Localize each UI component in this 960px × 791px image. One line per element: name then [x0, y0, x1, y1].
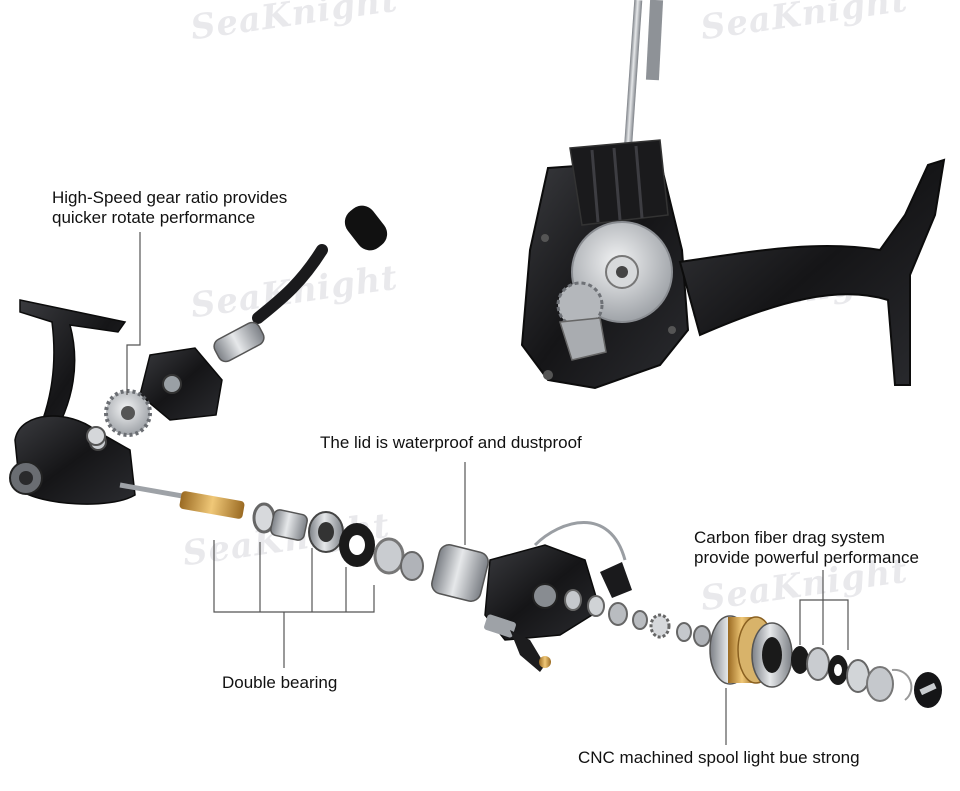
callout-lid: The lid is waterproof and dustproof: [320, 433, 582, 453]
carbon-drag-washers: [791, 646, 942, 708]
brass-pinion: [179, 491, 245, 519]
reel-body-left: [9, 299, 136, 505]
rotor-assembly: [484, 521, 632, 672]
handle-assembly: [213, 205, 388, 363]
gearbox-main-shaft: [622, 0, 643, 176]
gearbox-collar: [569, 139, 669, 226]
callout-cnc-spool: CNC machined spool light bue strong: [578, 748, 860, 768]
callout-carbon-drag-line1: Carbon fiber drag system: [694, 528, 885, 547]
callout-gear-ratio-line2: quicker rotate performance: [52, 208, 256, 227]
callout-lid-text: The lid is waterproof and dustproof: [320, 433, 582, 452]
callout-cnc-spool-text: CNC machined spool light bue strong: [578, 748, 860, 767]
handle-arm: [252, 244, 328, 324]
callout-carbon-drag-line2: provide powerful performance: [694, 548, 919, 567]
leader-lines: [126, 232, 849, 745]
gearbox-reel-foot: [678, 158, 946, 386]
callout-gear-ratio-line1: High-Speed gear ratio provides: [52, 188, 288, 207]
bearing-2: [270, 509, 308, 541]
waterproof-lid: [431, 544, 489, 602]
gearbox-small-gear: [556, 281, 604, 329]
main-shaft-assembly: [119, 482, 489, 602]
washer-1: [373, 537, 405, 575]
handle-shaft: [213, 321, 265, 363]
drive-gear: [86, 389, 152, 446]
callout-carbon-drag: Carbon fiber drag system provide powerfu…: [694, 528, 919, 568]
callout-gear-ratio: High-Speed gear ratio provides quicker r…: [52, 188, 287, 228]
gearbox-closeup: [520, 0, 946, 390]
handle-knob: [344, 205, 388, 251]
callout-double-bearing: Double bearing: [222, 673, 337, 693]
cnc-spool: [709, 615, 793, 688]
small-parts-chain: [564, 589, 711, 647]
side-lid: [139, 347, 223, 421]
callout-double-bearing-text: Double bearing: [222, 673, 338, 692]
bail-wire: [533, 521, 627, 561]
gearbox-linkage: [559, 317, 607, 361]
anti-reverse-lever: [510, 630, 545, 672]
lever-brass-tip: [539, 656, 551, 668]
gearbox-shaft-knurl: [645, 0, 664, 81]
washer-2: [400, 551, 424, 581]
